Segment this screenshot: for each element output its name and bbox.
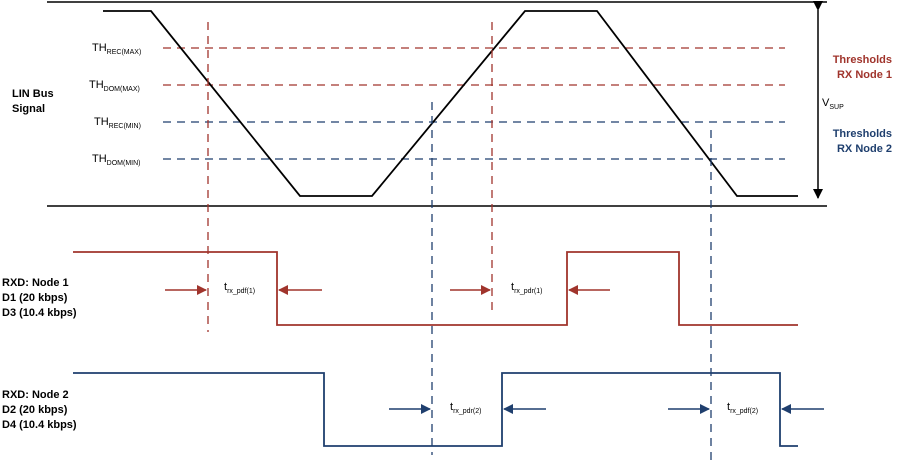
threshold-dom-max-label: THDOM(MAX) xyxy=(89,79,140,93)
rxd-node1-label-line2: D1 (20 kbps) xyxy=(2,292,68,304)
threshold-dom-min-label: THDOM(MIN) xyxy=(92,153,141,167)
lin-bus-label-line2: Signal xyxy=(12,103,45,115)
rxd-node1-label-line1: RXD: Node 1 xyxy=(2,277,69,289)
threshold-rec-min-label: THREC(MIN) xyxy=(94,116,141,130)
threshold-rec-max-label: THREC(MAX) xyxy=(92,42,141,56)
delay-label-rx-pdr1: trx_pdr(1) xyxy=(511,281,542,295)
thresholds-node2-legend-line1: Thresholds xyxy=(833,128,892,140)
lin-bus-label-line1: LIN Bus xyxy=(12,88,54,100)
rxd-node2-label-line2: D2 (20 kbps) xyxy=(2,404,68,416)
delay-label-rx-pdf1: trx_pdf(1) xyxy=(224,281,255,295)
rxd-node1-waveform xyxy=(73,251,798,326)
lin-bus-waveform xyxy=(103,10,798,197)
rxd-node2-waveform xyxy=(73,372,798,447)
rxd-node2-label-line3: D4 (10.4 kbps) xyxy=(2,419,77,431)
vsup-label: VSUP xyxy=(822,97,844,111)
thresholds-node1-legend-line1: Thresholds xyxy=(833,54,892,66)
delay-label-rx-pdr2: trx_pdr(2) xyxy=(450,401,481,415)
delay-label-rx-pdf2: trx_pdf(2) xyxy=(727,401,758,415)
thresholds-node2-legend-line2: RX Node 2 xyxy=(837,143,892,155)
rxd-node1-label-line3: D3 (10.4 kbps) xyxy=(2,307,77,319)
thresholds-node1-legend-line2: RX Node 1 xyxy=(837,69,892,81)
rxd-node2-label-line1: RXD: Node 2 xyxy=(2,389,69,401)
